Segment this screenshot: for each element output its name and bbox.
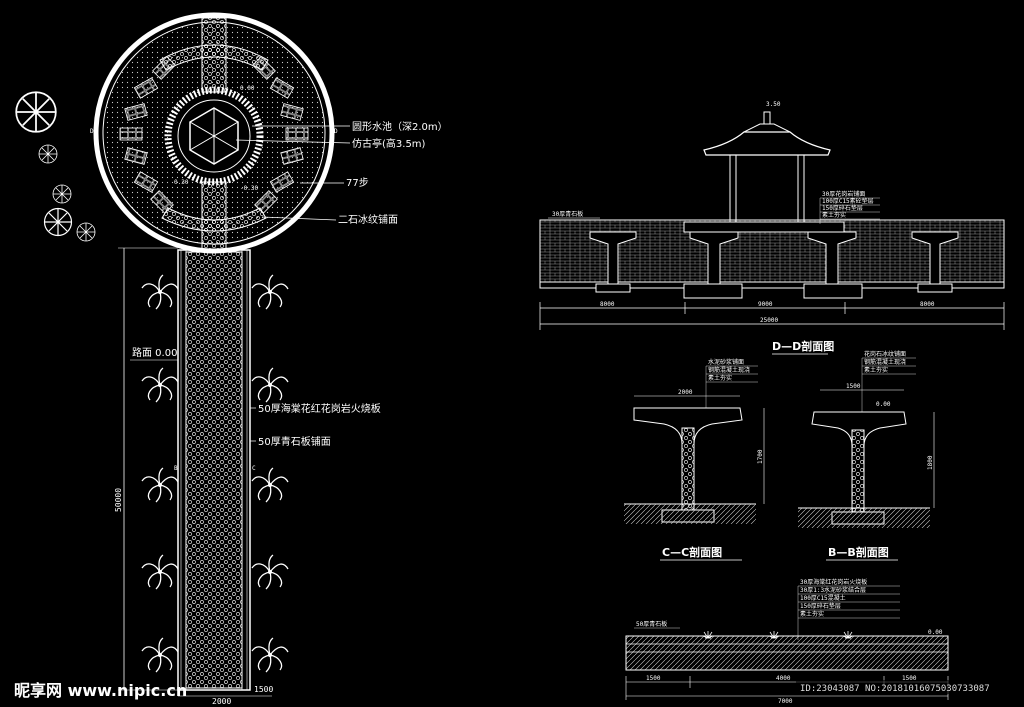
watermark-id: ID:23043087 NO:20181016075030733087 [800, 684, 990, 694]
section-dd: 3.50 30厚青石板 30厚花岗岩铺面 100厚C15素砼垫层 150厚碎石垫… [539, 101, 1005, 355]
watermark: 昵享网 www.nipic.cn ID:23043087 NO:20181016… [14, 680, 1010, 700]
elev-mark-3: -0.30 [240, 185, 258, 192]
plan-dim-total: 50000 [114, 488, 123, 512]
bb-note-2: 钢筋混凝土现浇 [864, 358, 906, 366]
callout-pool: 圆形水池（深2.0m） [352, 120, 448, 133]
callout-steps: 77步 [346, 177, 369, 189]
bb-width: 1500 [846, 383, 861, 390]
ps-left-note: 50厚青石板 [636, 620, 667, 628]
dd-dim-1: 8000 [600, 301, 615, 308]
plan-view: 50000 2000 1500 0.00 0.30 -0.30 B C D D [15, 12, 448, 706]
callout-pavilion: 仿古亭(高3.5m) [352, 137, 426, 150]
section-mark-d-left: D [90, 128, 94, 135]
dd-title: D—D剖面图 [772, 339, 834, 353]
ps-note-3: 100厚C15混凝土 [800, 594, 846, 602]
plan-dim-bottom-left: 2000 [212, 697, 231, 706]
dd-dim-total: 25000 [760, 317, 778, 324]
ps-dim-1: 1500 [646, 675, 661, 682]
plaza-benches [119, 56, 309, 214]
dd-dim-2: 9000 [758, 301, 773, 308]
ps-dim-2: 4000 [776, 675, 791, 682]
ps-dim-3: 1500 [902, 675, 917, 682]
bb-elev: 0.00 [876, 401, 891, 408]
section-cc: 水泥砂浆铺面 钢筋混凝土现浇 素土夯实 2000 1700 C—C剖面图 [624, 358, 765, 561]
ps-note-5: 素土夯实 [800, 610, 824, 618]
dd-note-2: 100厚C15素砼垫层 [822, 197, 874, 205]
pavilion-roof [703, 131, 831, 156]
dd-note-4: 素土夯实 [822, 211, 846, 219]
dd-top-elev: 3.50 [766, 101, 781, 108]
cc-note-1: 水泥砂浆铺面 [708, 358, 744, 366]
section-bb: 花岗石冰纹铺面 钢筋混凝土现浇 素土夯实 1500 0.00 1800 B—B剖… [798, 350, 935, 561]
ice-paving-bottom [161, 207, 267, 232]
cc-note-2: 钢筋混凝土现浇 [708, 366, 750, 374]
bb-note-1: 花岗石冰纹铺面 [864, 350, 906, 358]
elev-mark-1: 0.00 [240, 85, 255, 92]
dd-dim-3: 8000 [920, 301, 935, 308]
dd-note-3: 150厚碎石垫层 [822, 204, 863, 212]
ps-dim-total: 7000 [778, 698, 793, 705]
ps-note-2: 30厚1:3水泥砂浆结合层 [800, 586, 866, 594]
dd-left-note: 30厚青石板 [552, 210, 583, 218]
section-mark-b: B [174, 465, 178, 472]
road-elev: 路面 0.00 [132, 346, 177, 359]
shrubs [15, 91, 96, 242]
bb-note-3: 素土夯实 [864, 366, 888, 374]
bb-height: 1800 [927, 455, 934, 470]
path-section: 30厚海棠红花岗岩火烧板 30厚1:3水泥砂浆结合层 100厚C15混凝土 15… [625, 578, 949, 705]
plan-dim-bottom-right: 1500 [254, 685, 273, 694]
path-section-layers [625, 635, 949, 671]
cc-title: C—C剖面图 [662, 545, 722, 559]
section-mark-c: C [252, 465, 256, 472]
ps-note-4: 150厚碎石垫层 [800, 602, 841, 610]
dd-notes: 30厚花岗岩铺面 100厚C15素砼垫层 150厚碎石垫层 素土夯实 [819, 190, 880, 224]
main-path [177, 249, 251, 691]
cc-width: 2000 [678, 389, 693, 396]
path-note-1: 50厚海棠花红花岗岩火烧板 [258, 402, 381, 415]
dd-note-1: 30厚花岗岩铺面 [822, 190, 865, 198]
cc-note-3: 素土夯实 [708, 374, 732, 382]
ps-note-1: 30厚海棠红花岗岩火烧板 [800, 578, 867, 586]
callout-ice-paving: 二石冰纹铺面 [338, 213, 398, 226]
bb-title: B—B剖面图 [828, 545, 889, 559]
watermark-logo: 昵享网 www.nipic.cn [14, 681, 187, 700]
path-notes: 30厚海棠红花岗岩火烧板 30厚1:3水泥砂浆结合层 100厚C15混凝土 15… [797, 578, 900, 640]
section-mark-d-right: D [334, 128, 338, 135]
ps-elev: 0.00 [928, 629, 943, 636]
path-note-2: 50厚青石板铺面 [258, 435, 331, 448]
cc-height: 1700 [757, 449, 764, 464]
elev-mark-2: 0.30 [174, 179, 189, 186]
